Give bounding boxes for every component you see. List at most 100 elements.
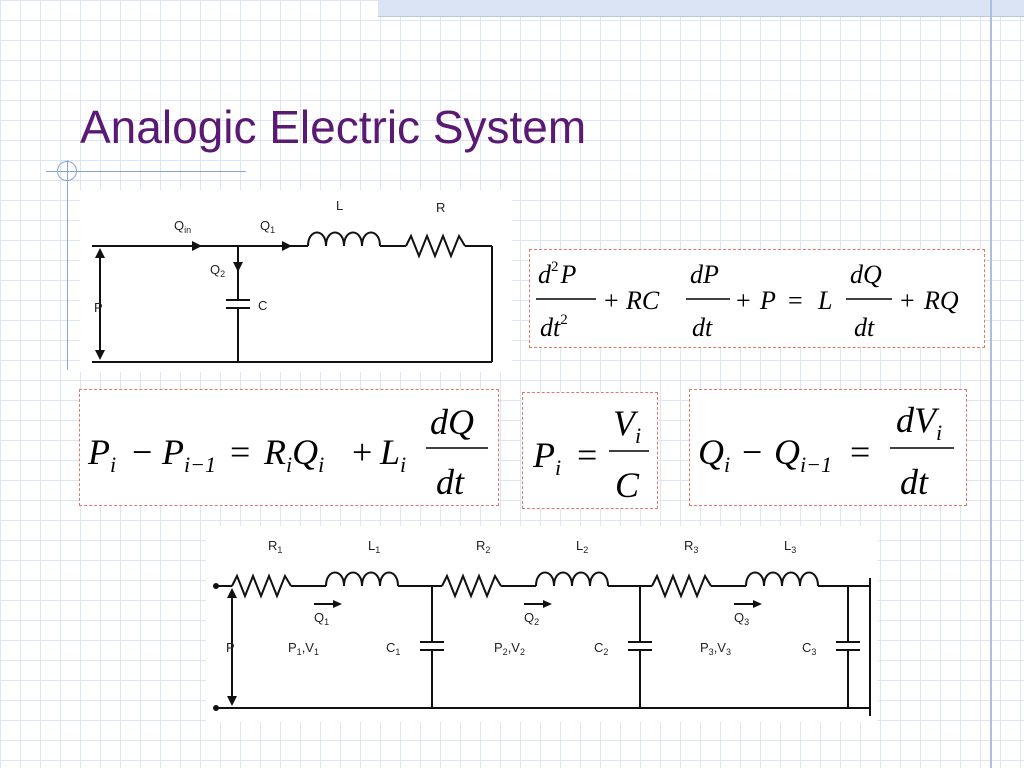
eq2-vi: i	[635, 423, 641, 448]
pv3-sub-a: 3	[709, 647, 714, 657]
c1-sub: 1	[395, 647, 400, 657]
pv2-sub-a: 2	[503, 647, 508, 657]
top-circuit-diagram: Qin Q1 L R Q2 P C	[92, 198, 493, 363]
eq3-eq: =	[850, 432, 870, 472]
svg-text:Q3: Q3	[734, 610, 749, 627]
svg-text:P2,V2: P2,V2	[494, 640, 525, 657]
svg-text:P3,V3: P3,V3	[700, 640, 731, 657]
eq-main-plus1: +	[604, 286, 619, 315]
eq-main-plus3: +	[900, 286, 915, 315]
eq1-l: L	[379, 432, 400, 472]
q-in-sub: in	[184, 225, 191, 235]
q-in-label: Q	[174, 218, 184, 233]
pv1-sub-b: 1	[314, 647, 319, 657]
svg-text:Qi−1: Qi−1	[774, 432, 832, 477]
eq1-li: i	[400, 452, 406, 477]
q2-label: Q	[210, 262, 220, 277]
r2-label: R	[476, 538, 485, 553]
eq3-minus: −	[742, 432, 762, 472]
eq1-dq: dQ	[430, 402, 474, 442]
l2-label: L	[576, 538, 583, 553]
eq2-eq: =	[577, 435, 597, 475]
eq-main-d: d	[538, 260, 552, 289]
svg-text:Qin: Qin	[174, 218, 191, 235]
svg-text:Li: Li	[379, 432, 406, 477]
bottom-circuit-diagram: R1 L1 R2 L2 R3 L3 Q1 Q2 Q3 P P1,V1 P2,V2…	[213, 538, 871, 716]
svg-text:Pi: Pi	[532, 435, 561, 480]
eq3-i: i	[724, 452, 730, 477]
svg-text:Q2: Q2	[210, 262, 225, 279]
pv1-p: P	[288, 640, 297, 655]
eq3-q2: Q	[774, 432, 800, 472]
eq2-c: C	[615, 465, 640, 505]
main-equation: d2P dt2 + RC dP dt + P = L dQ dt + RQ	[536, 259, 959, 342]
eq1-q: Q	[292, 432, 318, 472]
eq1-minus: −	[132, 432, 152, 472]
svg-text:Vi: Vi	[613, 403, 641, 448]
main-equation-box: d2P dt2 + RC dP dt + P = L dQ dt + RQ	[529, 249, 985, 348]
q1-label: Q	[260, 218, 270, 233]
eq1-i: i	[110, 452, 116, 477]
svg-text:L2: L2	[576, 538, 588, 555]
slide-title: Analogic Electric System	[80, 101, 587, 153]
bottom-circuit-panel: R1 L1 R2 L2 R3 L3 Q1 Q2 Q3 P P1,V1 P2,V2…	[206, 526, 878, 722]
title-underline	[46, 171, 246, 172]
left-decor-rule	[67, 160, 68, 370]
p-label: P	[94, 300, 103, 315]
eq1-dt: dt	[436, 462, 465, 502]
r1-label: R	[268, 538, 277, 553]
l3-label: L	[784, 538, 791, 553]
pv2-mid: ,V	[508, 640, 521, 655]
pv1-sub-a: 1	[297, 647, 302, 657]
eq-main-dt3: dt	[854, 313, 875, 342]
eq-main-rc: RC	[625, 286, 660, 315]
c2-sub: 2	[603, 647, 608, 657]
equation-1: Pi − Pi−1 = RiQi + Li dQ dt	[87, 402, 488, 502]
l1-sub: 1	[375, 545, 380, 555]
eq1-qi: i	[318, 452, 324, 477]
svg-text:R1: R1	[268, 538, 282, 555]
eq-main-dq: dQ	[850, 260, 882, 289]
q2-sub: 2	[220, 269, 225, 279]
right-decor-rule	[990, 0, 992, 768]
p-bottom-label: P	[226, 640, 235, 655]
svg-text:R3: R3	[684, 538, 698, 555]
svg-text:RiQi: RiQi	[263, 432, 324, 477]
eq-main-dt: dt	[540, 313, 561, 342]
eq-main-p2: P	[759, 286, 776, 315]
eq-main-plus2: +	[736, 286, 751, 315]
q1-flow-sub: 1	[324, 617, 329, 627]
equation-box-3: Qi − Qi−1 = dVi dt	[689, 389, 967, 506]
pv3-p: P	[700, 640, 709, 655]
pv1-mid: ,V	[302, 640, 315, 655]
pv3-sub-b: 3	[726, 647, 731, 657]
q3-flow-sub: 3	[744, 617, 749, 627]
eq-main-dt2: dt	[692, 313, 713, 342]
eq-main-p: P	[560, 260, 577, 289]
c3-sub: 3	[811, 647, 816, 657]
svg-text:Q1: Q1	[260, 218, 275, 235]
svg-text:dt2: dt2	[540, 312, 568, 342]
c-label: C	[258, 298, 267, 313]
eq-main-dp: dP	[690, 260, 719, 289]
decor-circle	[57, 161, 77, 181]
eq3-im1: i−1	[800, 452, 832, 477]
r2-sub: 2	[485, 545, 490, 555]
svg-text:Pi−1: Pi−1	[161, 432, 216, 477]
equation-3: Qi − Qi−1 = dVi dt	[698, 400, 954, 502]
r3-label: R	[684, 538, 693, 553]
eq1-eq: =	[230, 432, 250, 472]
l3-sub: 3	[791, 545, 796, 555]
eq2-i: i	[555, 455, 561, 480]
c3-label: C	[802, 640, 811, 655]
r-label: R	[436, 200, 445, 215]
svg-text:Q1: Q1	[314, 610, 329, 627]
eq2-p: P	[532, 435, 555, 475]
eq-main-sup2: 2	[560, 312, 568, 328]
svg-text:C1: C1	[386, 640, 400, 657]
eq1-plus: +	[352, 432, 372, 472]
svg-text:L3: L3	[784, 538, 796, 555]
eq1-ri: i	[286, 452, 292, 477]
svg-text:Qi: Qi	[698, 432, 730, 477]
pv3-mid: ,V	[714, 640, 727, 655]
